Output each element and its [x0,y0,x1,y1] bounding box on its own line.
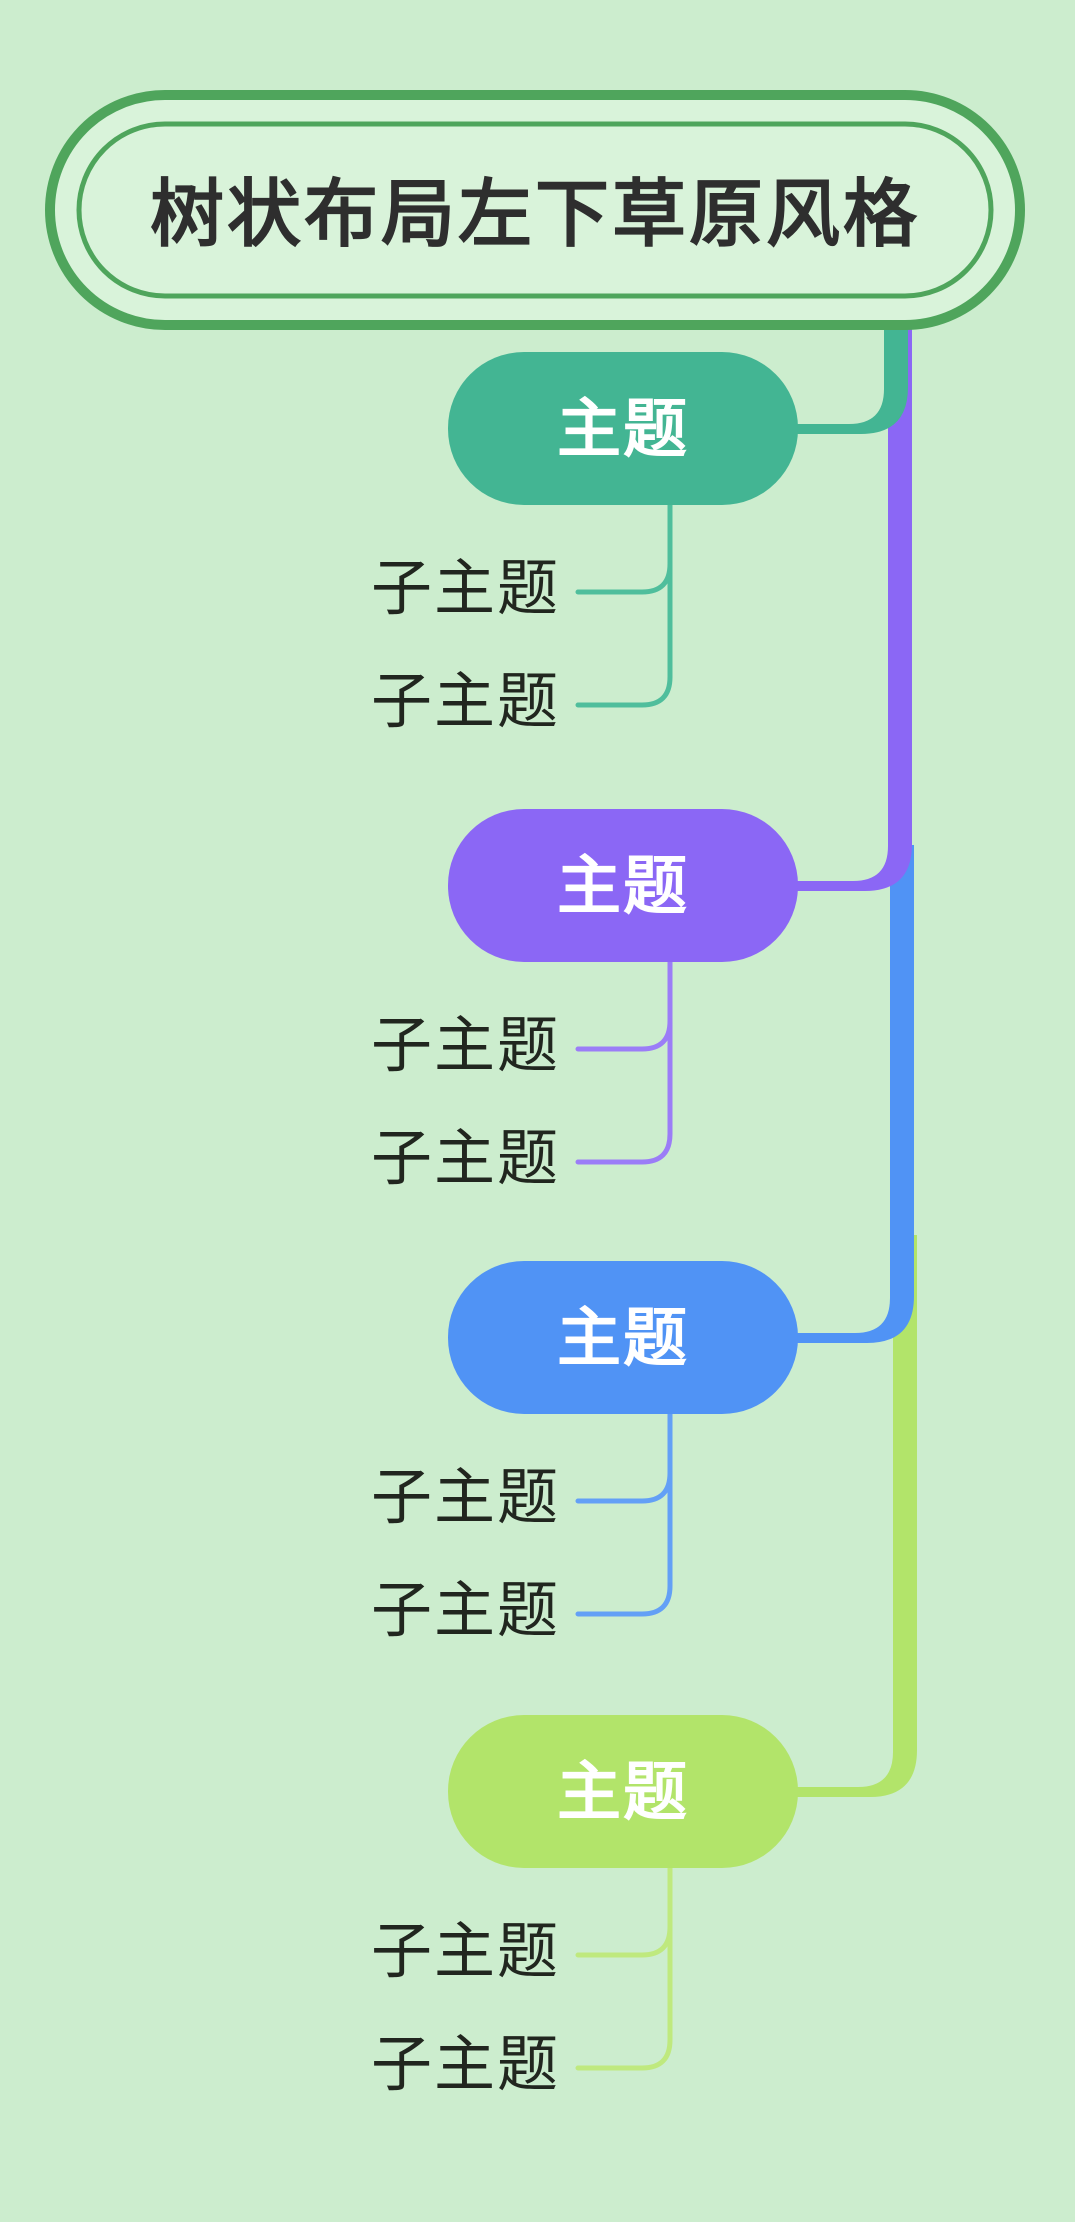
subtopic-label-3-1[interactable]: 子主题 [371,1463,560,1531]
topic-node-3[interactable] [448,1261,798,1414]
topic-group-3: 主题 子主题 子主题 [371,1261,798,1644]
subtopic-label-4-1[interactable]: 子主题 [371,1917,560,1985]
subtopic-connector-1-1 [575,561,673,595]
subtopic-label-4-2[interactable]: 子主题 [371,2030,560,2098]
subtopic-label-2-1[interactable]: 子主题 [371,1011,560,1079]
topic-group-2: 主题 子主题 子主题 [371,809,798,1192]
subtopic-connector-2-1 [575,1018,673,1052]
root-node[interactable]: 树状布局左下草原风格 [45,90,1025,330]
topic-label-1[interactable]: 主题 [557,393,689,465]
subtopic-connector-2-2 [575,957,673,1165]
topic-node-1[interactable] [448,352,798,505]
subtopic-connector-3-1 [575,1470,673,1504]
subtopic-connector-4-1 [575,1924,673,1958]
subtopic-connector-1-2 [575,500,673,708]
subtopic-label-1-1[interactable]: 子主题 [371,554,560,622]
subtopic-connector-3-2 [575,1409,673,1617]
subtopic-label-2-2[interactable]: 子主题 [371,1124,560,1192]
subtopic-label-1-2[interactable]: 子主题 [371,667,560,735]
topic-label-2[interactable]: 主题 [557,850,689,922]
root-node-outer-border [45,90,1025,330]
topic-group-1: 主题 子主题 子主题 [371,352,798,735]
topic-group-4: 主题 子主题 子主题 [371,1715,798,2098]
topic-node-4[interactable] [448,1715,798,1868]
topic-label-3[interactable]: 主题 [557,1302,689,1374]
subtopic-label-3-2[interactable]: 子主题 [371,1576,560,1644]
topic-label-4[interactable]: 主题 [557,1756,689,1828]
trunk-segment-topic-3 [792,845,914,1343]
root-title[interactable]: 树状布局左下草原风格 [150,173,920,256]
topic-node-2[interactable] [448,809,798,962]
root-node-inner-border [76,121,994,299]
subtopic-connector-4-2 [575,1863,673,2071]
